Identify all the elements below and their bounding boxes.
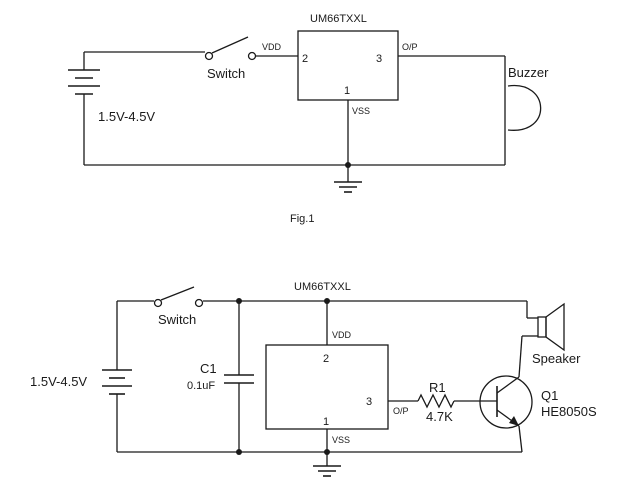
fig1-buzzer-label: Buzzer bbox=[508, 65, 549, 80]
fig2-resistor-symbol bbox=[417, 393, 455, 409]
fig2-ground-symbol bbox=[313, 465, 341, 477]
fig1-pin1-label: 1 bbox=[344, 85, 350, 97]
fig2-battery-symbol bbox=[102, 301, 132, 452]
fig2-switch-symbol bbox=[153, 286, 204, 308]
fig1-op-label: O/P bbox=[402, 42, 418, 52]
fig2-cap-value: 0.1uF bbox=[187, 380, 215, 392]
fig1-battery-label: 1.5V-4.5V bbox=[98, 109, 155, 124]
fig1-vdd-label: VDD bbox=[262, 42, 282, 52]
fig1-junction-dot bbox=[345, 162, 351, 168]
fig1-buzzer-symbol bbox=[504, 85, 542, 165]
fig1-ground-symbol bbox=[334, 181, 362, 193]
fig1-chip-name: UM66TXXL bbox=[310, 13, 367, 25]
fig2-speaker-symbol bbox=[527, 302, 565, 352]
fig2-vdd-label: VDD bbox=[332, 330, 352, 340]
fig2-transistor-symbol bbox=[479, 375, 533, 429]
fig2-res-value: 4.7K bbox=[426, 409, 453, 424]
fig2-res-name: R1 bbox=[429, 380, 446, 395]
fig1-circuit: UM66TXXL VDD 2 3 1 O/P VSS Switch 1.5V-4… bbox=[68, 13, 549, 225]
fig2-wire-emitter bbox=[518, 425, 523, 453]
fig2-vss-label: VSS bbox=[332, 435, 350, 445]
fig2-transistor-part: HE8050S bbox=[541, 404, 597, 419]
fig1-switch-label: Switch bbox=[207, 66, 245, 81]
fig2-circuit: UM66TXXL Switch 1.5V-4.5V C1 0.1uF VDD 2… bbox=[30, 281, 597, 477]
fig2-battery-label: 1.5V-4.5V bbox=[30, 374, 87, 389]
fig1-caption: Fig.1 bbox=[290, 213, 314, 225]
fig2-pin3-label: 3 bbox=[366, 396, 372, 408]
fig2-switch-label: Switch bbox=[158, 312, 196, 327]
fig2-pin2-label: 2 bbox=[323, 353, 329, 365]
fig2-wire-collector bbox=[518, 335, 523, 378]
fig2-pin1-label: 1 bbox=[323, 416, 329, 428]
fig1-pin2-label: 2 bbox=[302, 53, 308, 65]
fig2-cap-name: C1 bbox=[200, 361, 217, 376]
fig2-capacitor-symbol bbox=[224, 301, 254, 452]
fig2-chip-name: UM66TXXL bbox=[294, 281, 351, 293]
fig2-transistor-name: Q1 bbox=[541, 388, 558, 403]
fig1-vss-label: VSS bbox=[352, 106, 370, 116]
fig2-speaker-label: Speaker bbox=[532, 351, 581, 366]
fig1-battery-symbol bbox=[68, 52, 100, 165]
fig1-switch-symbol bbox=[204, 36, 257, 61]
fig2-op-label: O/P bbox=[393, 406, 409, 416]
fig1-pin3-label: 3 bbox=[376, 53, 382, 65]
